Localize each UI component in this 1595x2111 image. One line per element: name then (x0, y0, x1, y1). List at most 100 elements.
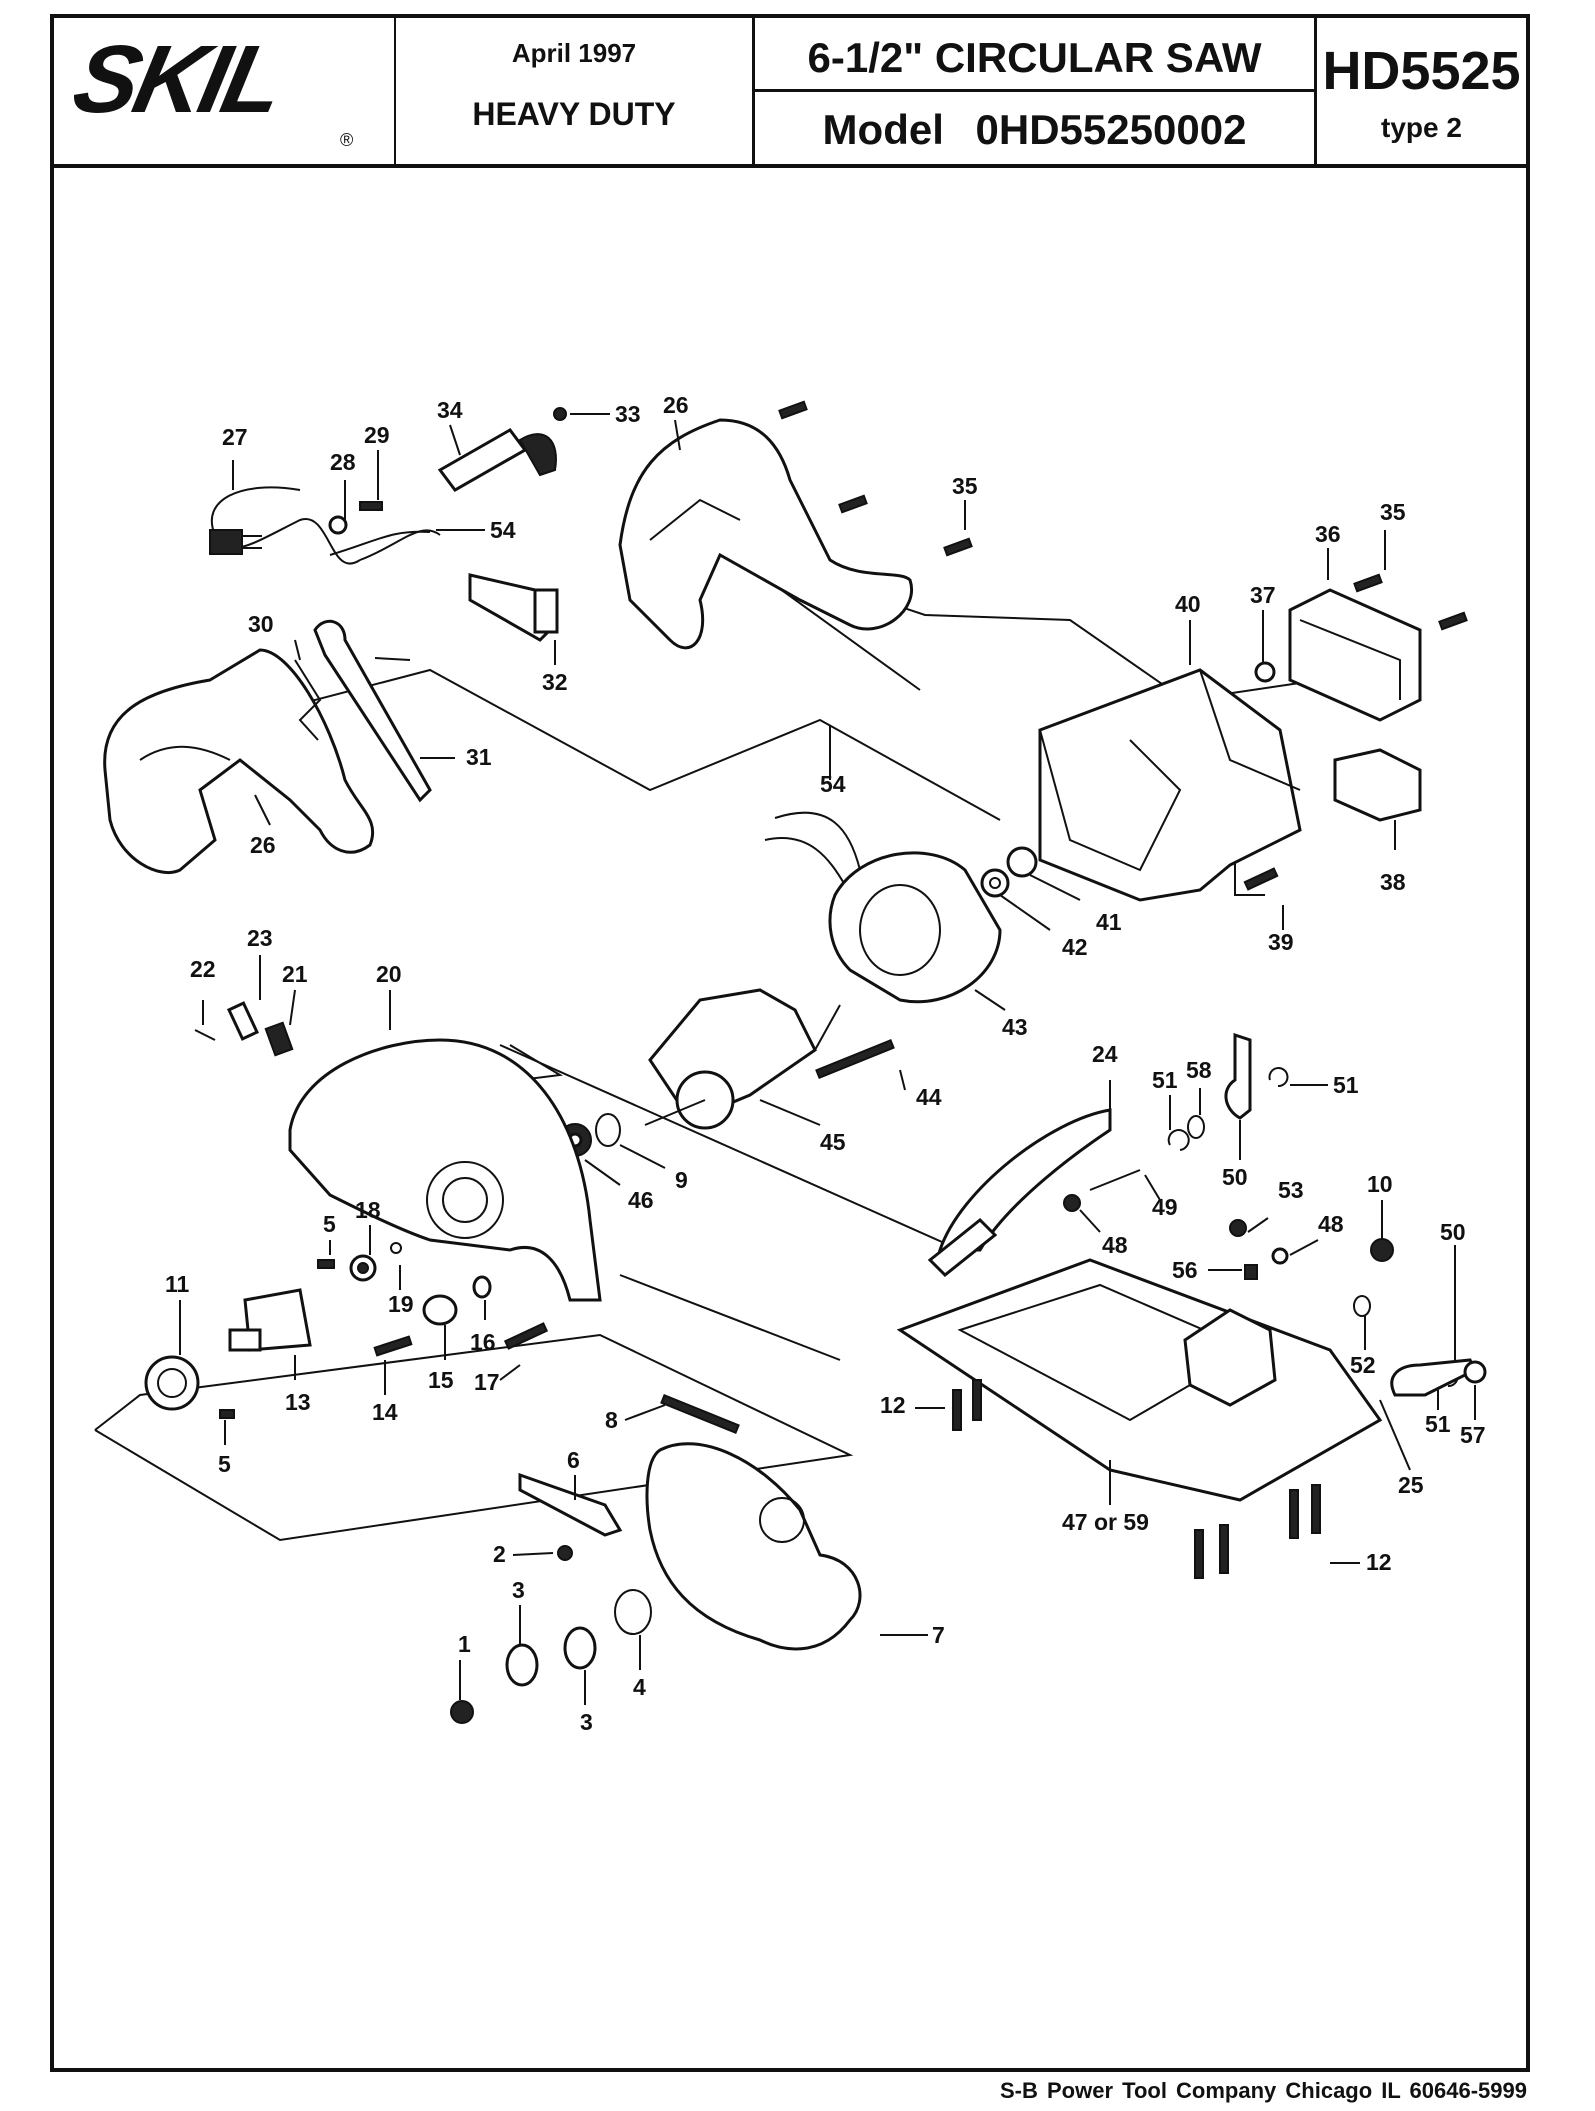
pin-49 (1089, 1169, 1141, 1191)
part-label: 48 (1318, 1211, 1344, 1237)
part-label: 2 (493, 1541, 506, 1567)
part-label: 25 (1398, 1472, 1424, 1498)
screw-35-right (1353, 573, 1468, 631)
nut-48 (1063, 1194, 1289, 1265)
part-label: 34 (437, 397, 463, 423)
washer-4 (614, 1589, 652, 1635)
bearing-18 (349, 1254, 377, 1282)
part-label: 29 (364, 422, 390, 448)
lever-50-top (1224, 1032, 1252, 1120)
part-label: 1 (458, 1631, 471, 1657)
duty-rating: HEAVY DUTY (472, 96, 676, 132)
registered-mark: ® (340, 130, 354, 150)
part-label: 23 (247, 925, 273, 951)
part-label: 37 (1250, 582, 1276, 608)
part-15-16 (422, 1275, 492, 1326)
armature (644, 988, 841, 1130)
part-label: 3 (512, 1577, 525, 1603)
logo-cell: SKIL ® (54, 18, 394, 164)
part-label: 24 (1092, 1041, 1118, 1067)
screw-33 (553, 407, 567, 421)
document-date: April 1997 (511, 38, 637, 68)
shoe-screws-12 (952, 1379, 1321, 1579)
model-number: HD5525 (1322, 41, 1521, 101)
bevel-bracket (1183, 1308, 1277, 1407)
handle-rear (103, 648, 375, 875)
part-label: 54 (820, 771, 846, 797)
part-label: 41 (1096, 909, 1122, 935)
part-label: 51 (1152, 1067, 1178, 1093)
part-label: 10 (1367, 1171, 1393, 1197)
switch-assembly (437, 428, 557, 492)
spring-21 (264, 1021, 294, 1057)
handle-top (618, 418, 914, 650)
part-label: 18 (355, 1197, 381, 1223)
part-label: 39 (1268, 929, 1294, 955)
part-label: 20 (376, 961, 402, 987)
nut-10 (1370, 1238, 1394, 1262)
part-label: 32 (542, 669, 568, 695)
title-row: 6-1/2" CIRCULAR SAW (755, 18, 1314, 92)
part-label: 54 (490, 517, 516, 543)
part-label: 40 (1175, 591, 1201, 617)
screw-39 (1243, 867, 1279, 891)
screw-56 (1244, 1264, 1258, 1280)
part-19 (390, 1242, 402, 1254)
part-label: 52 (1350, 1352, 1376, 1378)
part-label: 9 (675, 1167, 688, 1193)
part-label: 44 (916, 1084, 942, 1110)
power-cord (209, 486, 441, 565)
part-label: 56 (1172, 1257, 1198, 1283)
model-type: type 2 (1381, 112, 1462, 143)
spring-8 (660, 1394, 740, 1434)
part-labels: 1 2 3 3 4 5 5 6 7 8 9 10 11 12 12 13 14 … (165, 392, 1486, 1735)
part-label: 31 (466, 744, 492, 770)
pin-23 (226, 1001, 260, 1041)
leader-lines (179, 413, 1476, 1705)
part-label: 57 (1460, 1422, 1486, 1448)
washer-58 (1187, 1115, 1205, 1139)
part-label: 33 (615, 401, 641, 427)
cord-protector (468, 573, 559, 642)
part-label: 46 (628, 1187, 654, 1213)
product-title: 6-1/2" CIRCULAR SAW (807, 34, 1262, 81)
page-frame: SKIL ® April 1997 HEAVY DUTY 6-1/2" CIRC… (50, 14, 1530, 2072)
part-label: 35 (1380, 499, 1406, 525)
part-label: 5 (323, 1211, 336, 1237)
gear-spindle (144, 1288, 312, 1411)
part-label: 35 (952, 473, 978, 499)
part-label: 11 (165, 1271, 190, 1297)
model-cell: HD5525 type 2 (1314, 18, 1526, 164)
title-cell: 6-1/2" CIRCULAR SAW Model 0HD55250002 (752, 18, 1314, 164)
screw-2 (557, 1545, 573, 1561)
part-label: 12 (880, 1392, 906, 1418)
end-cap (1288, 588, 1422, 722)
part-label: 3 (580, 1709, 593, 1735)
part-label: 4 (633, 1674, 646, 1700)
screw-35-group (778, 400, 973, 557)
title-block: SKIL ® April 1997 HEAVY DUTY 6-1/2" CIRC… (54, 18, 1526, 168)
part-label: 14 (372, 1399, 398, 1425)
part-label: 6 (567, 1447, 580, 1473)
part-label: 27 (222, 424, 248, 450)
part-label: 47 or 59 (1062, 1509, 1149, 1535)
screw-5-top (317, 1259, 335, 1269)
part-label: 30 (248, 611, 274, 637)
part-label: 45 (820, 1129, 846, 1155)
part-label: 22 (190, 956, 216, 982)
part-label: 51 (1333, 1072, 1359, 1098)
trigger (294, 659, 322, 741)
cap-37 (1254, 661, 1276, 683)
part-label: 51 (1425, 1411, 1451, 1437)
through-bolt (815, 1039, 895, 1079)
part-label: 38 (1380, 869, 1406, 895)
date-cell: April 1997 HEAVY DUTY (394, 18, 752, 164)
screw-14-17 (373, 1322, 549, 1357)
part-label: 19 (388, 1291, 414, 1317)
lever-6 (518, 1472, 623, 1537)
upper-guard (288, 1038, 602, 1302)
part-label: 48 (1102, 1232, 1128, 1258)
part-label: 5 (218, 1451, 231, 1477)
screw-29 (359, 501, 383, 511)
